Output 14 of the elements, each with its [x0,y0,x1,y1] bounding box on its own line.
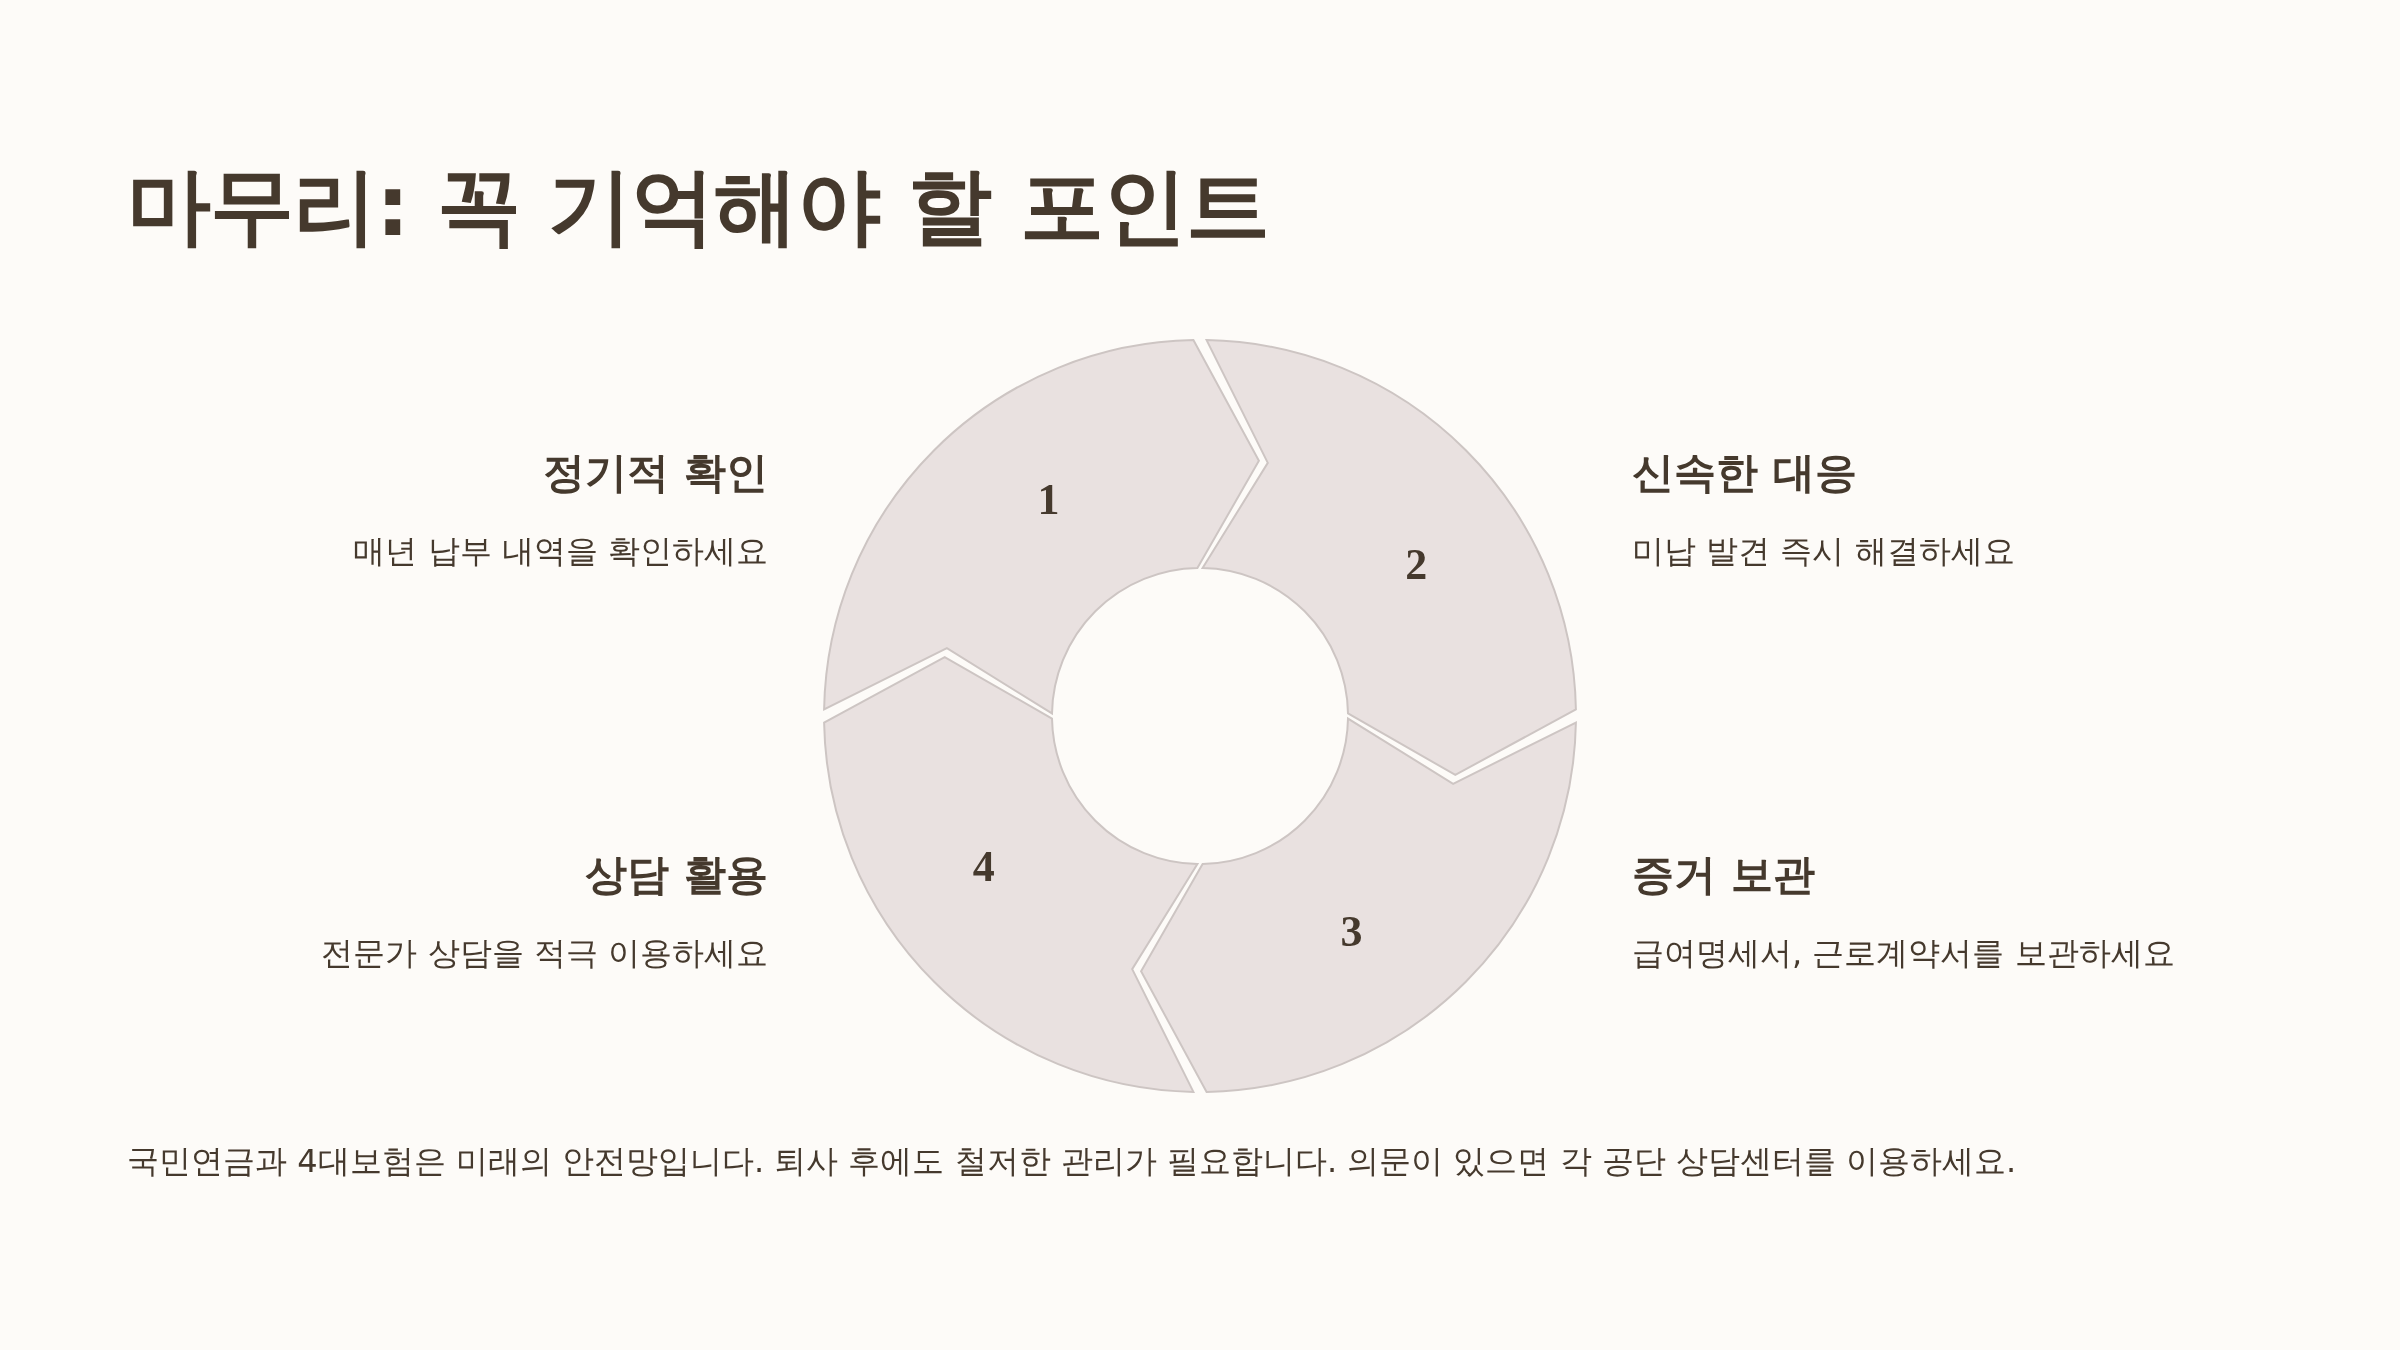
step-description: 매년 납부 내역을 확인하세요 [353,531,768,572]
step-heading: 정기적 확인 [543,447,768,499]
step-number: 1 [1037,477,1060,522]
step-number: 3 [1340,910,1363,955]
step-heading: 상담 활용 [585,849,768,901]
footer-note: 국민연금과 4대보험은 미래의 안전망입니다. 퇴사 후에도 철저한 관리가 필요합니다. 의문이 있으면 각 공단 상담센터를 이용하세요. [127,1141,2017,1182]
step-description: 급여명세서, 근로계약서를 보관하세요 [1632,933,2175,974]
step-description: 미납 발견 즉시 해결하세요 [1632,531,2015,572]
step-number: 2 [1405,542,1428,587]
step-number: 4 [972,845,995,890]
step-heading: 신속한 대응 [1632,447,1857,499]
step-heading: 증거 보관 [1632,849,1815,901]
step-description: 전문가 상담을 적극 이용하세요 [321,933,768,974]
slide-title: 마무리: 꼭 기억해야 할 포인트 [127,156,1269,257]
